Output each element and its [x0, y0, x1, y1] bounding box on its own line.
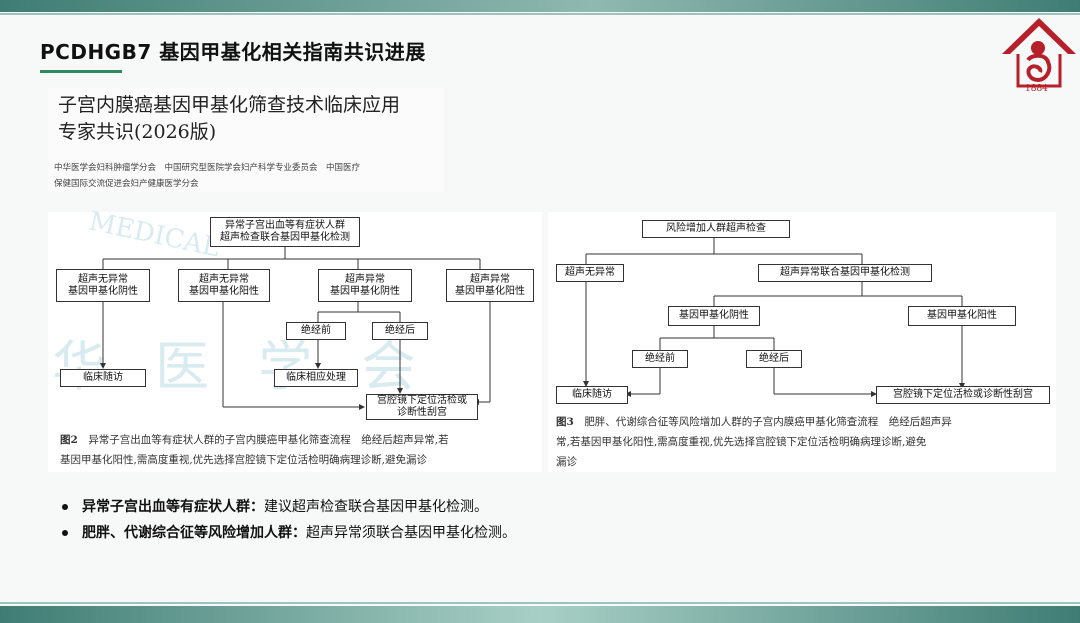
fig3-node-postmenopausal: 绝经后: [746, 350, 802, 368]
fig2-node-clinical-treatment: 临床相应处理: [274, 369, 358, 387]
bullet-text: 建议超声检查联合基因甲基化检测。: [264, 499, 488, 515]
bullet-term: 异常子宫出血等有症状人群: [82, 499, 250, 515]
bullet-item: 肥胖、代谢综合征等风险增加人群：超声异常须联合基因甲基化检测。: [58, 520, 1058, 546]
document-header: 子宫内膜癌基因甲基化筛查技术临床应用 专家共识(2026版) 中华医学会妇科肿瘤…: [48, 88, 444, 192]
figure-2-caption-line1: 异常子宫出血等有症状人群的子宫内膜癌甲基化筛查流程 绝经后超声异常,若: [88, 434, 449, 446]
bullet-term: 肥胖、代谢综合征等风险增加人群: [82, 525, 292, 541]
fig2-node-premenopausal: 绝经前: [286, 322, 346, 340]
fig3-node-us-abnormal-combined: 超声异常联合基因甲基化检测: [758, 264, 932, 282]
bullet-separator: ：: [250, 499, 264, 515]
fig3-node-methyl-pos: 基因甲基化阳性: [908, 306, 1016, 326]
fig3-node-us-normal: 超声无异常: [556, 264, 624, 282]
figure-3-caption-line2: 常,若基因甲基化阳性,需高度重视,优先选择宫腔镜下定位活检明确病理诊断,避免: [556, 436, 927, 448]
figure-3-caption: 图3 肥胖、代谢综合征等风险增加人群的子宫内膜癌甲基化筛查流程 绝经后超声异 常…: [556, 412, 1048, 472]
fig3-node-methyl-neg: 基因甲基化阴性: [668, 306, 760, 326]
fig2-node-hysteroscopy-biopsy: 宫腔镜下定位活检或 诊断性刮宫: [366, 394, 478, 420]
document-title-line1: 子宫内膜癌基因甲基化筛查技术临床应用: [58, 94, 401, 116]
bullet-separator: ：: [292, 525, 306, 541]
top-accent-bar: [0, 0, 1080, 12]
figure-2-label: 图2: [60, 434, 78, 446]
key-points-list: 异常子宫出血等有症状人群：建议超声检查联合基因甲基化检测。 肥胖、代谢综合征等风…: [58, 494, 1058, 546]
document-authors: 中华医学会妇科肿瘤学分会 中国研究型医院学会妇产科学专业委员会 中国医疗 保健国…: [54, 160, 442, 192]
figure-2: MEDICAL 华 医 学 会: [48, 207, 542, 472]
figure-2-caption-line2: 基因甲基化阳性,需高度重视,优先选择宫腔镜下定位活检明确病理诊断,避免漏诊: [60, 454, 428, 466]
figure-3-connectors: [583, 238, 965, 397]
fig2-node-us-abnormal-methyl-neg: 超声异常 基因甲基化阴性: [318, 269, 412, 302]
document-title: 子宫内膜癌基因甲基化筛查技术临床应用 专家共识(2026版): [58, 92, 400, 146]
fig3-node-clinical-followup: 临床随访: [556, 386, 628, 404]
logo-year: 1884: [1025, 84, 1048, 94]
fig3-node-root: 风险增加人群超声检查: [642, 220, 790, 238]
fig3-node-hysteroscopy-biopsy: 宫腔镜下定位活检或诊断性刮宫: [876, 386, 1050, 404]
slide-title: PCDHGB7 基因甲基化相关指南共识进展: [40, 40, 426, 64]
figure-2-caption: 图2 异常子宫出血等有症状人群的子宫内膜癌甲基化筛查流程 绝经后超声异常,若 基…: [60, 430, 536, 470]
authors-line2: 保健国际交流促进会妇产健康医学分会: [54, 179, 199, 189]
bullet-item: 异常子宫出血等有症状人群：建议超声检查联合基因甲基化检测。: [58, 494, 1058, 520]
fig2-node-us-normal-methyl-neg: 超声无异常 基因甲基化阴性: [56, 269, 150, 302]
bullet-text: 超声异常须联合基因甲基化检测。: [306, 525, 516, 541]
bottom-accent-bar: [0, 606, 1080, 623]
figure-3-caption-line3: 漏诊: [556, 456, 577, 468]
fig3-node-premenopausal: 绝经前: [632, 350, 688, 368]
figure-3-caption-line1: 肥胖、代谢综合征等风险增加人群的子宫内膜癌甲基化筛查流程 绝经后超声异: [584, 416, 952, 428]
authors-line1: 中华医学会妇科肿瘤学分会 中国研究型医院学会妇产科学专业委员会 中国医疗: [54, 163, 361, 173]
fig2-node-us-abnormal-methyl-pos: 超声异常 基因甲基化阳性: [446, 269, 534, 302]
top-accent-line: [0, 13, 1080, 15]
fig2-node-clinical-followup: 临床随访: [60, 369, 146, 387]
fig2-node-root: 异常子宫出血等有症状人群 超声检查联合基因甲基化检测: [210, 217, 360, 247]
figure-2-connectors: [100, 247, 491, 410]
figure-3-label: 图3: [556, 416, 574, 428]
document-title-line2: 专家共识(2026版): [58, 121, 217, 143]
bottom-accent-line: [0, 602, 1080, 604]
figure-3: 风险增加人群超声检查 超声无异常 超声异常联合基因甲基化检测 基因甲基化阴性 基…: [548, 212, 1056, 472]
hospital-logo-icon: 1884: [998, 14, 1080, 100]
fig2-node-us-normal-methyl-pos: 超声无异常 基因甲基化阳性: [178, 269, 270, 302]
title-underline: [40, 70, 122, 73]
fig2-node-postmenopausal: 绝经后: [372, 322, 428, 340]
